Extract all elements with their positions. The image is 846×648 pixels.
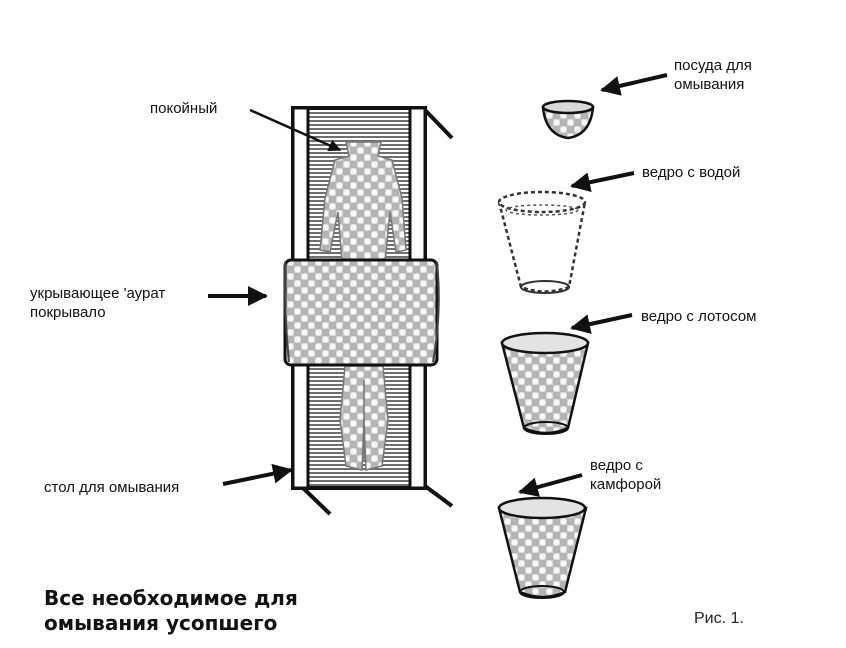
arrow-table [222, 463, 293, 486]
bucket-with-lotus [500, 331, 590, 435]
figure-number: Рис. 1. [694, 610, 744, 627]
label-deceased-text: покойный [150, 100, 218, 117]
label-bucket-water: ведро с водой [642, 163, 740, 182]
label-deceased: покойный [150, 99, 217, 118]
bucket-with-camphor [497, 496, 588, 599]
label-vessel-line2: омывания [674, 76, 745, 93]
label-bucket-camphor-line2: камфорой [590, 476, 662, 493]
label-bucket-camphor-line1: ведро с [590, 457, 643, 474]
aurat-cover-cloth [283, 258, 440, 367]
label-cover: укрывающее 'аурат покрывало [30, 284, 165, 322]
arrow-vessel [600, 73, 668, 96]
label-cover-line2: покрывало [30, 304, 106, 321]
label-bucket-camphor: ведро с камфорой [590, 456, 661, 494]
diagram-caption: Все необходимое для омывания усопшего [44, 586, 298, 636]
bucket-with-water [497, 190, 587, 294]
arrow-water [570, 171, 635, 193]
label-bucket-water-text: ведро с водой [642, 164, 741, 181]
label-bucket-lotus-text: ведро с лотосом [641, 308, 757, 325]
caption-line1: Все необходимое для [44, 586, 298, 610]
arrow-camphor [518, 473, 583, 497]
arrow-deceased [249, 108, 342, 152]
label-washing-table: стол для омывания [44, 478, 179, 497]
caption-line2: омывания усопшего [44, 611, 278, 635]
label-washing-table-text: стол для омывания [44, 479, 180, 496]
deceased-figure [319, 141, 407, 471]
label-vessel-line1: посуда для [674, 57, 752, 74]
label-vessel: посуда для омывания [674, 56, 752, 94]
pointer-arrows [208, 73, 668, 497]
washing-vessel-bowl [541, 99, 595, 140]
label-bucket-lotus: ведро с лотосом [641, 307, 756, 326]
label-cover-line1: укрывающее 'аурат [30, 285, 166, 302]
arrow-lotus [570, 313, 633, 334]
